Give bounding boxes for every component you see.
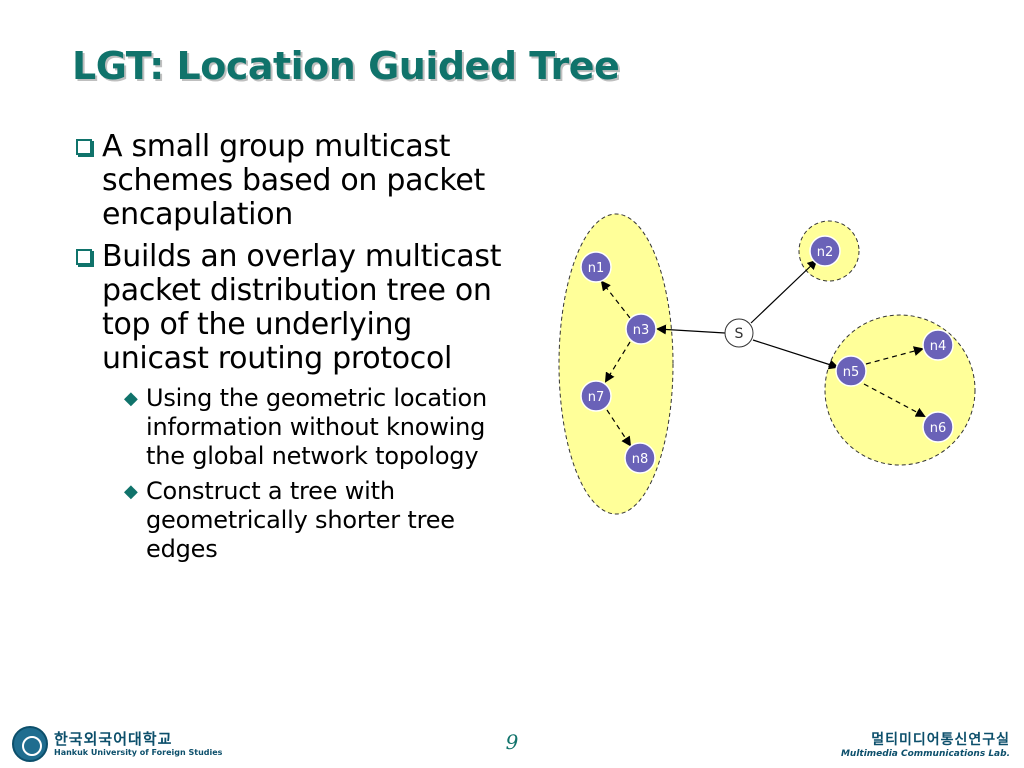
square-bullet-icon — [76, 249, 92, 265]
bullet-text: Builds an overlay multicast packet distr… — [102, 239, 502, 376]
lab-name-en: Multimedia Communications Lab. — [840, 749, 1010, 759]
node-n3: n3 — [625, 313, 657, 345]
university-name-en: Hankuk University of Foreign Studies — [54, 748, 223, 757]
university-logo: 한국외국어대학교 Hankuk University of Foreign St… — [12, 726, 222, 762]
node-label: n6 — [930, 421, 947, 436]
sub-bullet-text: Using the geometric location information… — [146, 384, 488, 470]
lab-logo: 멀티미디어통신연구실 Multimedia Communications Lab… — [841, 732, 1010, 760]
group-circle-right — [824, 314, 976, 466]
page-number: 9 — [505, 730, 519, 754]
lab-name-ko: 멀티미디어통신연구실 — [871, 732, 1010, 748]
square-bullet-icon — [76, 139, 92, 155]
sub-bullet-item: ◆ Using the geometric location informati… — [124, 384, 506, 471]
bullet-list: A small group multicast schemes based on… — [76, 130, 506, 570]
node-n6: n6 — [922, 411, 954, 443]
bullet-item: Builds an overlay multicast packet distr… — [76, 240, 506, 376]
node-label: n4 — [930, 339, 947, 354]
node-n5: n5 — [835, 355, 867, 387]
group-ellipse-left — [558, 213, 674, 515]
edge-n5-n4 — [865, 346, 924, 365]
diamond-bullet-icon: ◆ — [124, 481, 138, 502]
edge-s-n2 — [750, 259, 818, 324]
source-node: S — [724, 318, 754, 348]
university-seal-icon — [12, 726, 48, 762]
node-n8: n8 — [624, 442, 656, 474]
bullet-item: A small group multicast schemes based on… — [76, 130, 506, 232]
edge-n5-n6 — [863, 383, 926, 417]
source-label: S — [735, 326, 744, 342]
edge-n3-n1 — [600, 280, 631, 319]
node-label: n7 — [588, 390, 605, 405]
edge-n7-n8 — [606, 409, 632, 447]
node-n7: n7 — [580, 380, 612, 412]
sub-bullet-item: ◆ Construct a tree with geometrically sh… — [124, 477, 506, 564]
bullet-text: A small group multicast schemes based on… — [102, 129, 485, 232]
slide-title: LGT: Location Guided Tree — [72, 44, 620, 88]
node-label: n5 — [843, 365, 860, 380]
diamond-bullet-icon: ◆ — [124, 388, 138, 409]
node-n4: n4 — [922, 329, 954, 361]
node-label: n1 — [588, 261, 605, 276]
university-name-ko: 한국외국어대학교 — [54, 730, 173, 748]
edge-s-n5 — [752, 339, 839, 370]
edge-s-n3 — [656, 324, 726, 335]
sub-bullet-text: Construct a tree with geometrically shor… — [146, 477, 455, 563]
node-label: n2 — [817, 245, 834, 260]
edge-n3-n7 — [604, 341, 631, 383]
node-n1: n1 — [580, 251, 612, 283]
node-label: n8 — [632, 452, 649, 467]
node-n2: n2 — [809, 235, 841, 267]
node-label: n3 — [633, 323, 650, 338]
